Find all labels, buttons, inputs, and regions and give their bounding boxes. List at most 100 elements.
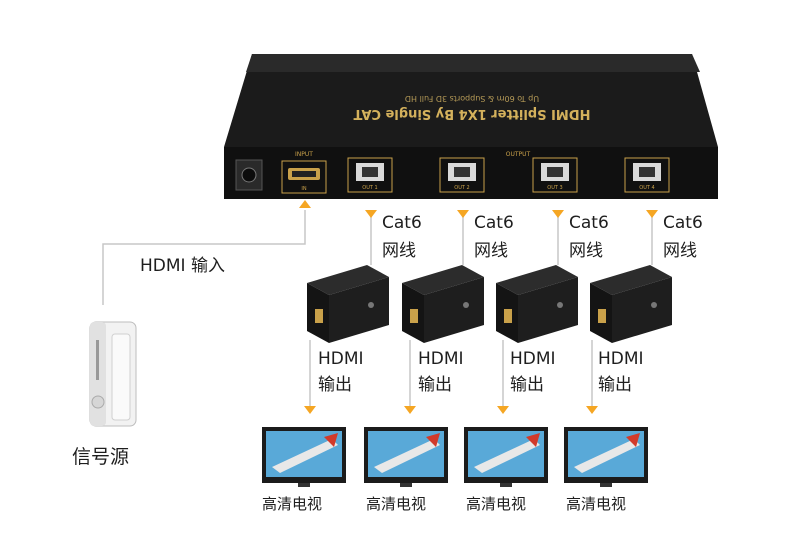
extender-top [307, 265, 389, 295]
tv-screen-image [474, 439, 540, 473]
splitter-title: HDMI Splitter 1X4 By Single CAT [353, 106, 590, 121]
hdmi-output-label-line2: 输出 [318, 375, 352, 395]
tv-screen-image-tip [526, 433, 540, 447]
arrow-down-icon [646, 210, 658, 218]
arrow-down-icon [497, 406, 509, 414]
extender-led [368, 302, 374, 308]
console-front [111, 333, 131, 421]
hd-tv [564, 427, 648, 487]
hdmi-splitter-device: HDMI Splitter 1X4 By Single CAT Up To 60… [224, 54, 718, 199]
hdmi-extender-receiver [496, 265, 578, 343]
extender-front [612, 277, 672, 343]
rj45-port-inner [547, 167, 563, 177]
power-jack-hole [241, 167, 257, 183]
cat6-label: Cat6 [663, 213, 703, 233]
arrow-down-icon [457, 210, 469, 218]
extender-front [329, 277, 389, 343]
input-frame [281, 160, 327, 194]
hdmi-extender-receiver [402, 265, 484, 343]
port-frame [532, 157, 578, 193]
cat6-label: Cat6 [382, 213, 422, 233]
hdmi-output-label-line1: HDMI [418, 349, 464, 369]
extender-led [557, 302, 563, 308]
hdmi-output-label-line1: HDMI [598, 349, 644, 369]
rj45-port-inner [362, 167, 378, 177]
arrow-down-icon [304, 406, 316, 414]
extender-hdmi-port [410, 309, 418, 323]
hd-tv-label: 高清电视 [366, 495, 427, 513]
port-frame [439, 157, 485, 193]
extender-hdmi-port [598, 309, 606, 323]
extender-top [402, 265, 484, 295]
hdmi-input-label: HDMI 输入 [140, 256, 225, 276]
hdmi-input-port-inner [292, 171, 316, 177]
splitter-subtitle: Up To 60m & Supports 3D Full HD [405, 94, 539, 103]
signal-source-console [89, 321, 137, 427]
hd-tv [364, 427, 448, 487]
tv-stand [600, 483, 612, 487]
port-frame [347, 157, 393, 193]
hdmi-output-label-line2: 输出 [418, 375, 452, 395]
output-label: OUTPUT [506, 151, 531, 158]
arrow-down-icon [365, 210, 377, 218]
hdmi-output-label-line2: 输出 [598, 375, 632, 395]
port-label: OUT 4 [639, 185, 654, 191]
tv-screen-image [374, 439, 440, 473]
signal-source-label: 信号源 [72, 446, 130, 468]
cat6-label: Cat6 [474, 213, 514, 233]
network-cable-label: 网线 [382, 241, 416, 261]
input-label: INPUT [295, 151, 313, 158]
port-label: OUT 1 [362, 185, 377, 191]
port-label: OUT 2 [454, 185, 469, 191]
network-cable-label: 网线 [474, 241, 508, 261]
extender-led [463, 302, 469, 308]
arrow-down-icon [586, 406, 598, 414]
port-label: OUT 3 [547, 185, 562, 191]
extender-front [518, 277, 578, 343]
rj45-port-inner [639, 167, 655, 177]
network-cable-label: 网线 [663, 241, 697, 261]
hd-tv [262, 427, 346, 487]
tv-stand [500, 483, 512, 487]
extender-top [496, 265, 578, 295]
splitter-top-face [224, 54, 718, 147]
port-frame [624, 157, 670, 193]
hdmi-extender-receiver [590, 265, 672, 343]
hdmi-output-label-line2: 输出 [510, 375, 544, 395]
extender-hdmi-port [504, 309, 512, 323]
hdmi-input-cable [102, 210, 306, 305]
extender-top [590, 265, 672, 295]
hdmi-extender-receiver [307, 265, 389, 343]
output-ports: OUT 1 OUT 2 OUT 3 OUT 4 [347, 157, 670, 193]
power-jack [235, 159, 263, 191]
hd-tv [464, 427, 548, 487]
rj45-port-inner [454, 167, 470, 177]
input-in-label: IN [301, 186, 306, 192]
extender-led [651, 302, 657, 308]
tv-screen-image-tip [426, 433, 440, 447]
tv-stand [400, 483, 412, 487]
extender-hdmi-port [315, 309, 323, 323]
hd-tv-label: 高清电视 [466, 495, 527, 513]
tv-screen-image [574, 439, 640, 473]
hd-tv-label: 高清电视 [262, 495, 323, 513]
network-cable-label: 网线 [569, 241, 603, 261]
extender-front [424, 277, 484, 343]
cat6-label: Cat6 [569, 213, 609, 233]
tv-screen-image [272, 439, 338, 473]
tv-screen-image-tip [324, 433, 338, 447]
arrow-down-icon [552, 210, 564, 218]
tv-stand [298, 483, 310, 487]
console-slot [96, 340, 99, 380]
hd-tv-label: 高清电视 [566, 495, 627, 513]
tv-screen-image-tip [626, 433, 640, 447]
console-power-button [91, 395, 105, 409]
arrow-down-icon [404, 406, 416, 414]
hdmi-output-label-line1: HDMI [510, 349, 556, 369]
hdmi-output-label-line1: HDMI [318, 349, 364, 369]
splitter-top-edge [246, 54, 700, 72]
